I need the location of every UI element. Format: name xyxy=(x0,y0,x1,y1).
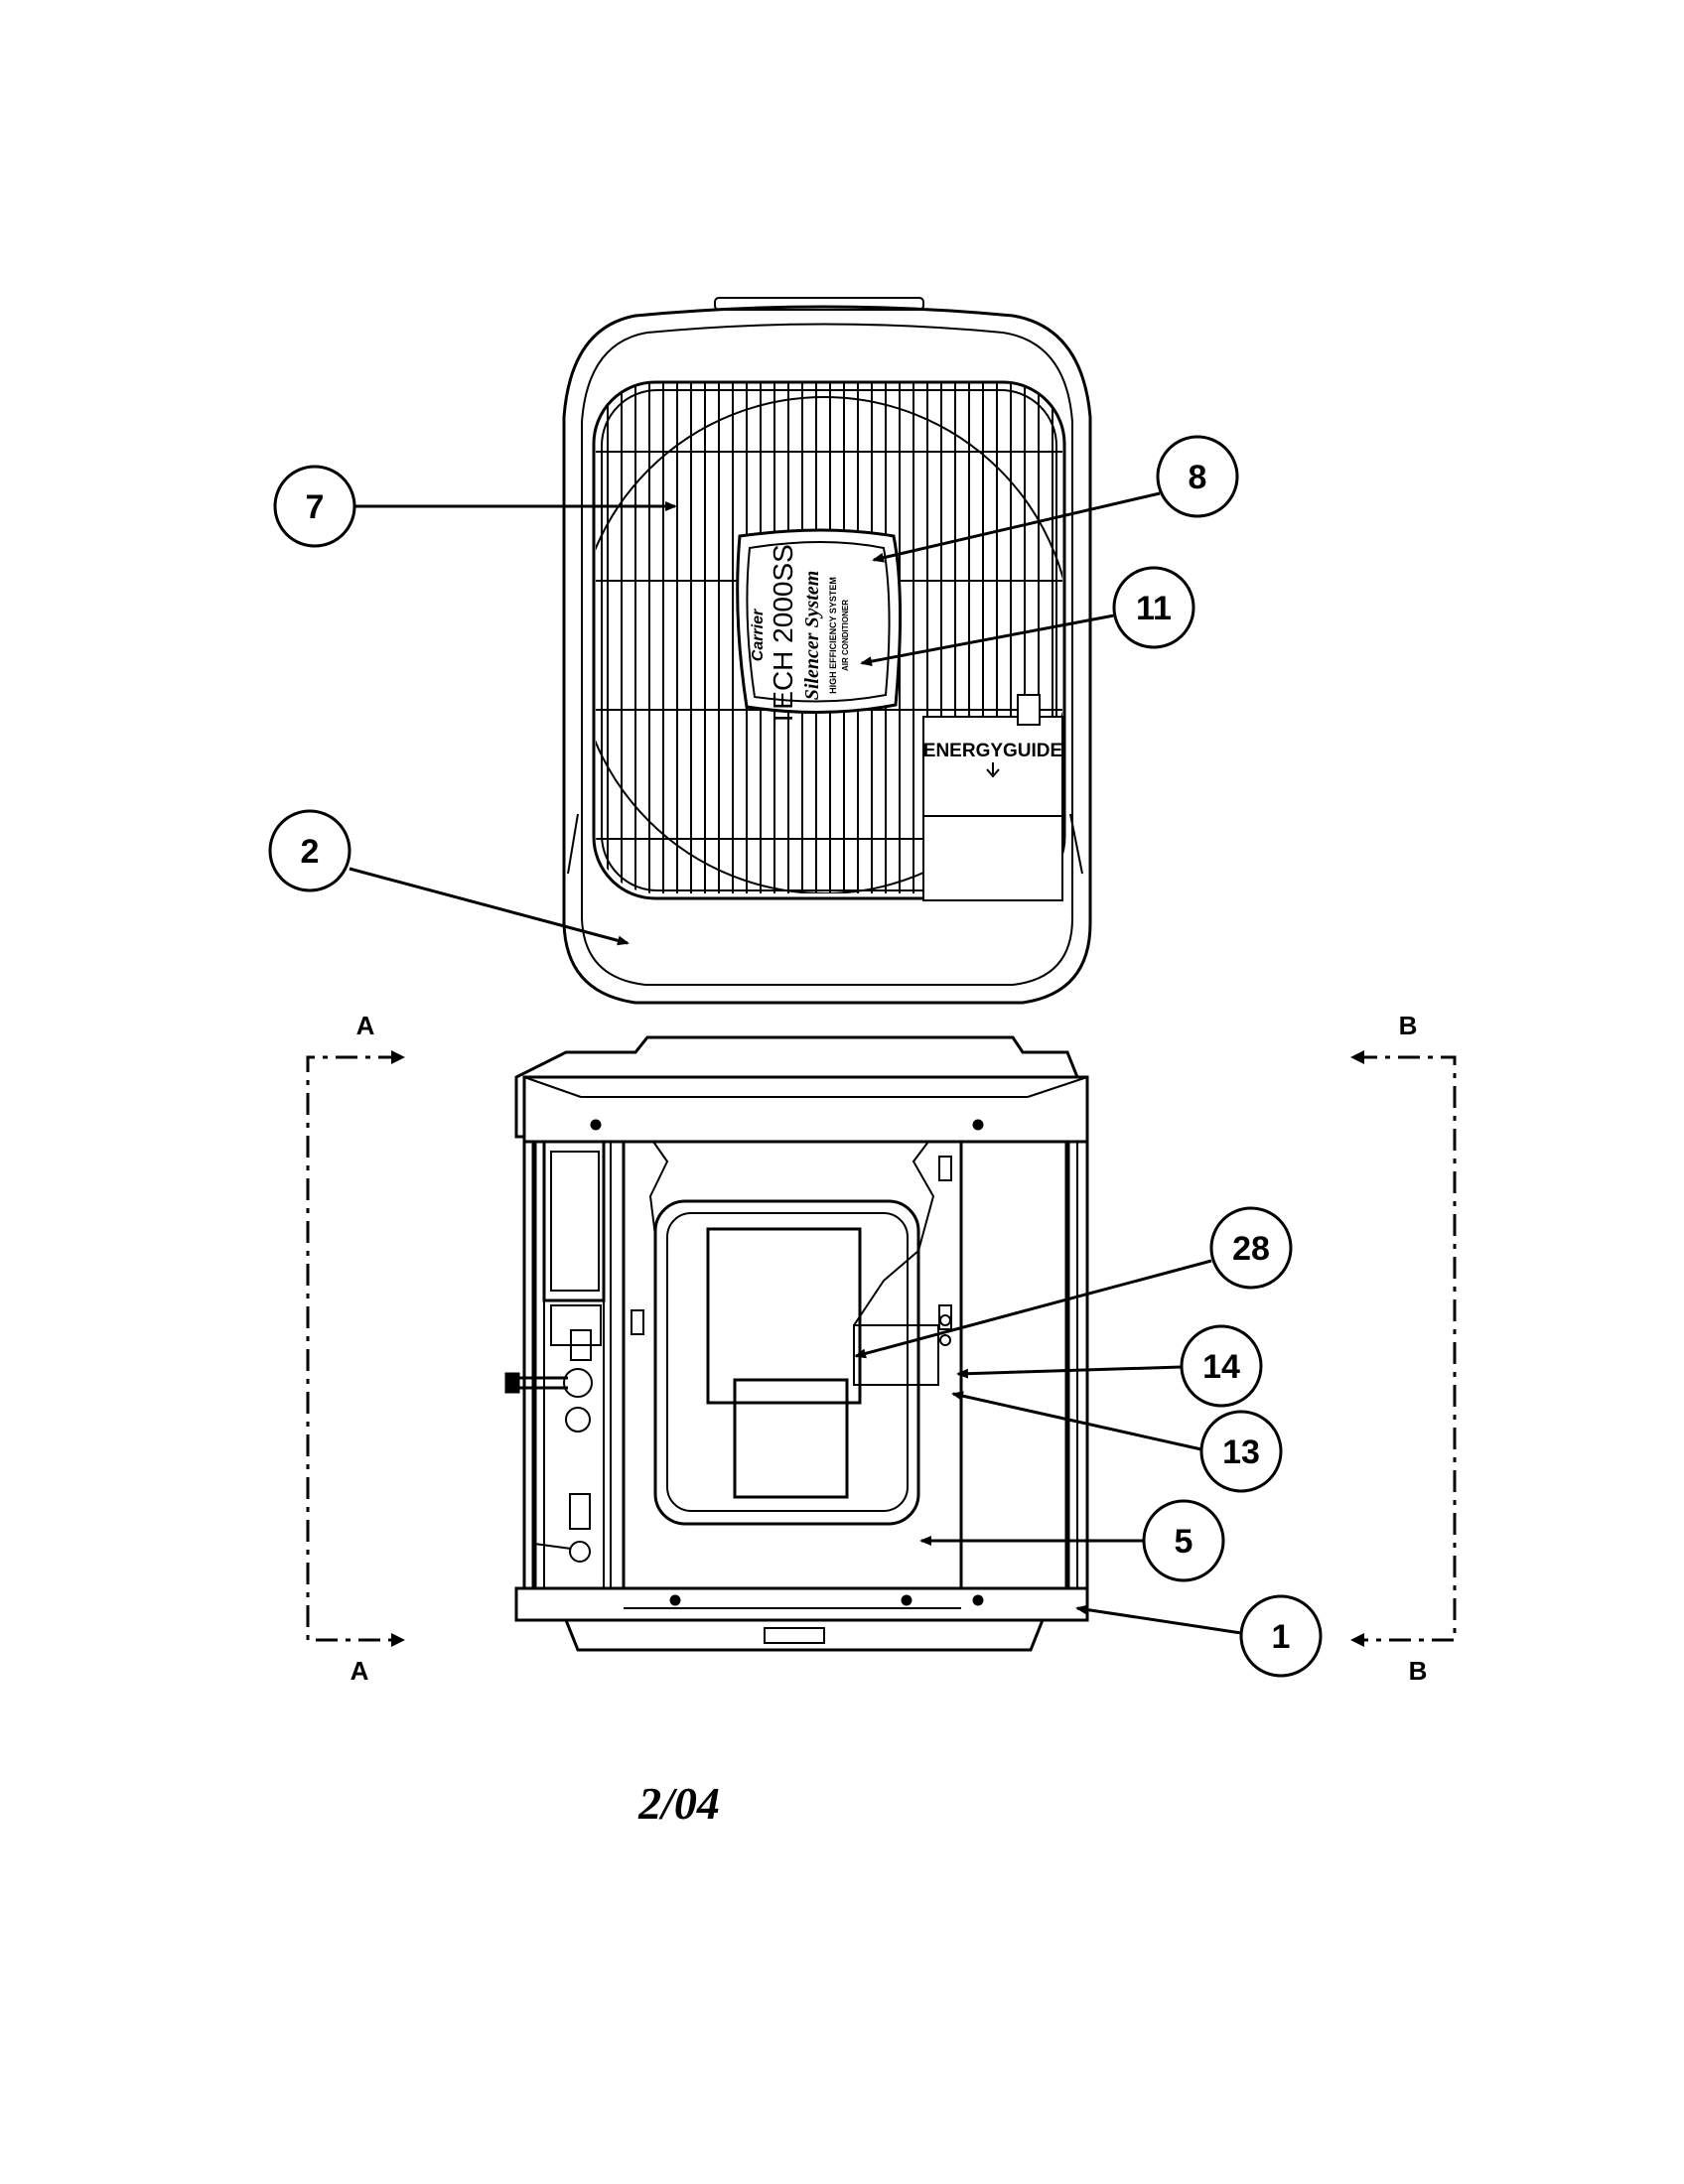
callout-2 xyxy=(268,809,351,892)
callout-28-label: 28 xyxy=(1232,1230,1270,1268)
callout-7-label: 7 xyxy=(306,488,325,526)
top-cover-outline xyxy=(562,305,1092,1005)
top-view xyxy=(562,297,1092,1005)
badge-line-3: HIGH EFFICIENCY SYSTEM xyxy=(828,577,838,694)
leader-11 xyxy=(860,614,1115,667)
callout-1-label: 1 xyxy=(1272,1618,1291,1656)
callout-8 xyxy=(1156,435,1239,518)
callout-5-label: 5 xyxy=(1175,1523,1193,1561)
section-a-top: A xyxy=(356,1011,375,1040)
energyguide-label: ENERGYGUIDE xyxy=(923,741,1062,761)
section-b-bottom: B xyxy=(1409,1656,1428,1686)
compressor xyxy=(653,1199,920,1526)
leader-1 xyxy=(1075,1604,1242,1635)
callout-2-label: 2 xyxy=(301,833,320,871)
section-line-a xyxy=(306,1055,400,1642)
series-name: Silencer System xyxy=(801,571,823,701)
section-line-b xyxy=(1355,1055,1457,1642)
revision-date: 2/04 xyxy=(637,1778,720,1829)
leader-8 xyxy=(872,491,1161,563)
callout-11-label: 11 xyxy=(1136,590,1172,627)
callout-13-label: 13 xyxy=(1222,1433,1260,1471)
section-a-bottom: A xyxy=(351,1656,369,1686)
side-view xyxy=(504,1035,1089,1652)
callout-8-label: 8 xyxy=(1189,459,1207,496)
leader-28 xyxy=(854,1259,1212,1359)
leader-14 xyxy=(956,1365,1183,1379)
leader-13 xyxy=(951,1391,1202,1451)
callout-7 xyxy=(273,465,356,548)
callout-5 xyxy=(1142,1499,1225,1582)
callout-11 xyxy=(1112,566,1195,649)
callout-14 xyxy=(1180,1324,1263,1408)
energyguide-tag xyxy=(922,694,1063,901)
brand-logo-text: Carrier xyxy=(750,609,767,661)
callout-28 xyxy=(1209,1206,1293,1290)
leader-2 xyxy=(349,867,630,946)
callout-13 xyxy=(1199,1410,1283,1493)
section-b-top: B xyxy=(1399,1011,1418,1040)
callout-1 xyxy=(1239,1594,1323,1678)
center-badge xyxy=(736,528,903,715)
callout-14-label: 14 xyxy=(1202,1348,1240,1386)
model-name: TECH 2000SS xyxy=(768,544,798,727)
badge-line-4: AIR CONDITIONER xyxy=(841,600,850,671)
